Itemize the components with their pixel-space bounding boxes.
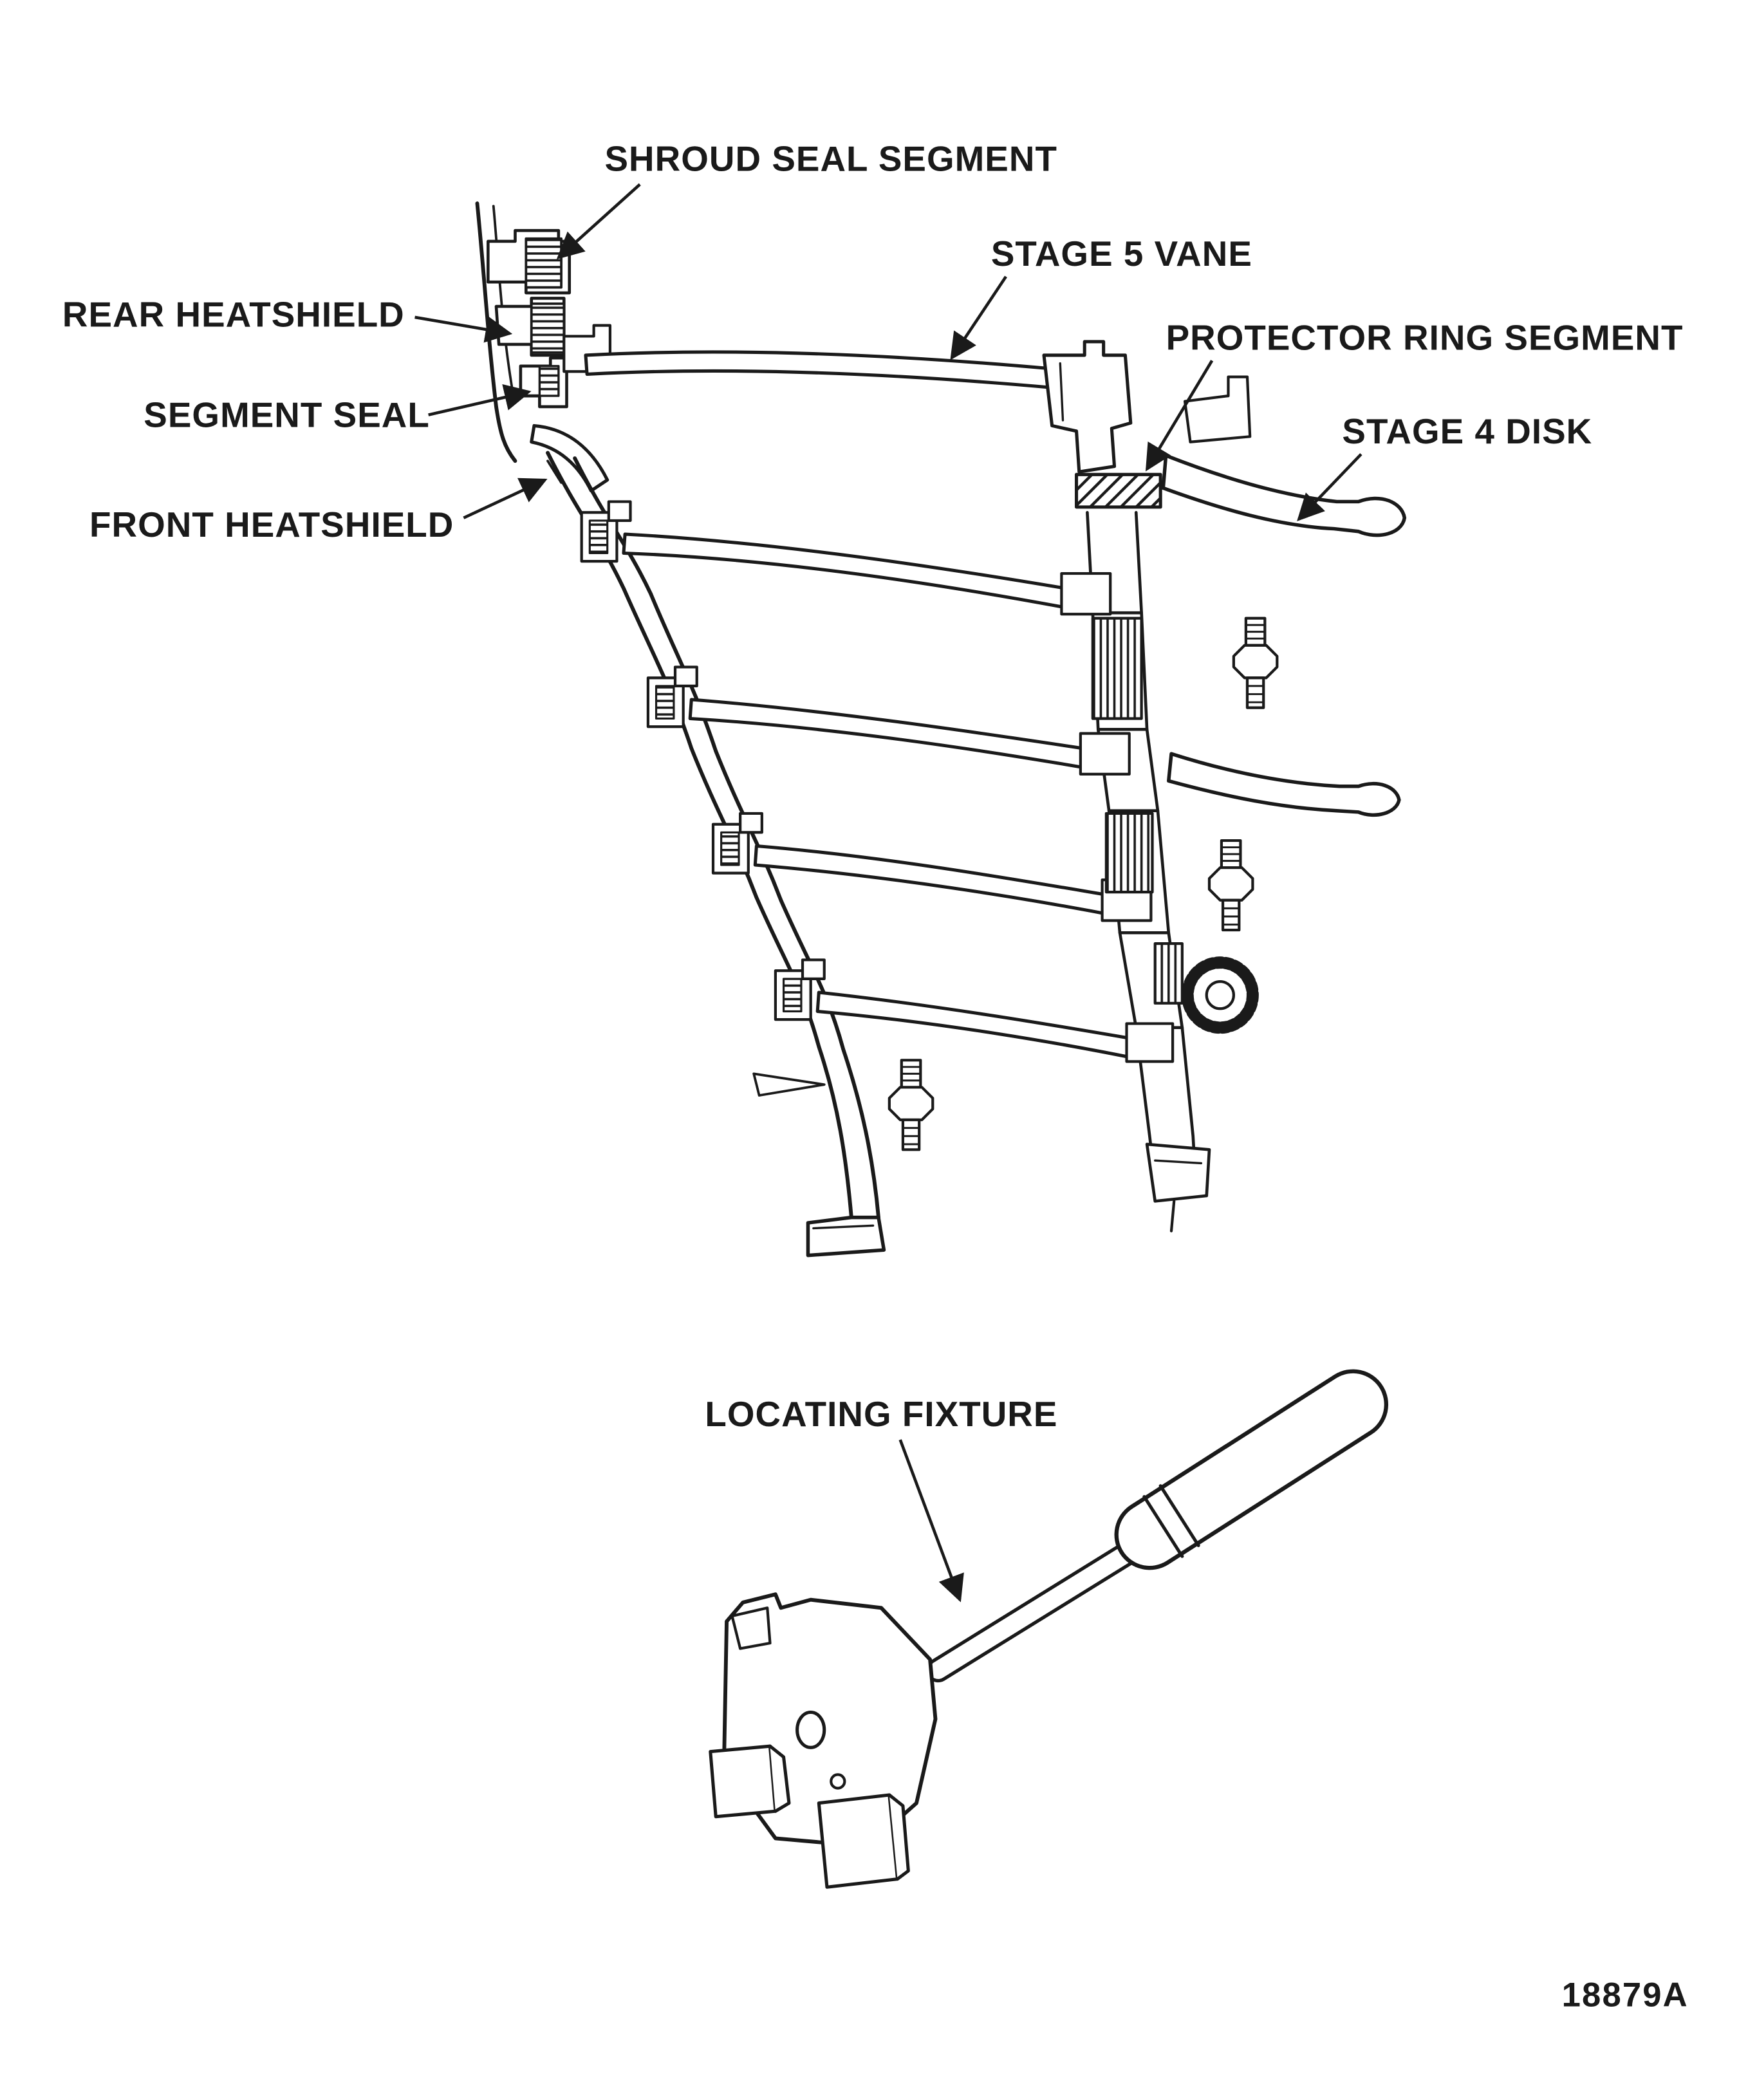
stator-tab — [752, 1072, 826, 1097]
leader-segment-seal — [428, 384, 532, 416]
leader-locating-fixture — [898, 1439, 964, 1603]
tie-bolt-upper — [1234, 618, 1277, 708]
rotor-foot — [1145, 1142, 1211, 1232]
gear-seal — [1181, 956, 1259, 1034]
fixture-feet — [709, 1744, 910, 1889]
tie-bolt-middle — [1209, 841, 1252, 930]
label-segment-seal: SEGMENT SEAL — [144, 395, 430, 435]
leader-shroud-seal-segment — [556, 183, 641, 260]
label-shroud-seal-segment: SHROUD SEAL SEGMENT — [604, 138, 1057, 178]
labyrinth-seals — [1091, 617, 1184, 1005]
locating-fixture-drawing — [709, 1369, 1389, 1889]
stator-brackets — [580, 500, 826, 1021]
vane-inner-platforms — [1060, 571, 1175, 1063]
leader-front-heatshield — [463, 478, 548, 519]
label-protector-ring-segment: PROTECTOR RING SEGMENT — [1166, 318, 1684, 358]
leader-protector-ring-segment — [1145, 360, 1214, 472]
stage-4-disk-part — [1161, 454, 1407, 537]
tie-bolt-lower — [889, 1060, 933, 1149]
protector-ring-segment-part — [1075, 472, 1162, 509]
segment-seal-part — [519, 356, 568, 409]
fixture-holes — [795, 1710, 846, 1790]
vane-platform — [1042, 340, 1133, 474]
leader-stage-4-disk — [1297, 453, 1362, 521]
engine-cross-section — [475, 201, 1407, 1258]
fixture-handle — [1114, 1369, 1389, 1570]
leader-stage-5-vane — [950, 275, 1007, 360]
label-stage-4-disk: STAGE 4 DISK — [1342, 411, 1592, 451]
lower-disk-arm — [1167, 752, 1401, 817]
label-rear-heatshield: REAR HEATSHIELD — [62, 295, 405, 335]
fixture-shaft — [925, 1530, 1157, 1683]
figure-number: 18879A — [1562, 1976, 1689, 2014]
stator-foot — [806, 1215, 886, 1258]
shroud-seal-segment-part — [487, 228, 572, 295]
label-front-heatshield: FRONT HEATSHIELD — [89, 505, 454, 544]
leader-lines — [414, 183, 1362, 1603]
front-heatshield-part — [530, 423, 609, 493]
callout-labels: SHROUD SEAL SEGMENT REAR HEATSHIELD SEGM… — [62, 138, 1684, 1434]
label-stage-5-vane: STAGE 5 VANE — [991, 234, 1252, 274]
leader-rear-heatshield — [414, 315, 513, 343]
stage-5-vane-part — [584, 350, 1055, 390]
rotor-hook — [1183, 375, 1252, 443]
outer-casing — [475, 201, 517, 463]
label-locating-fixture: LOCATING FIXTURE — [705, 1394, 1057, 1434]
rear-heatshield-part — [494, 297, 566, 357]
